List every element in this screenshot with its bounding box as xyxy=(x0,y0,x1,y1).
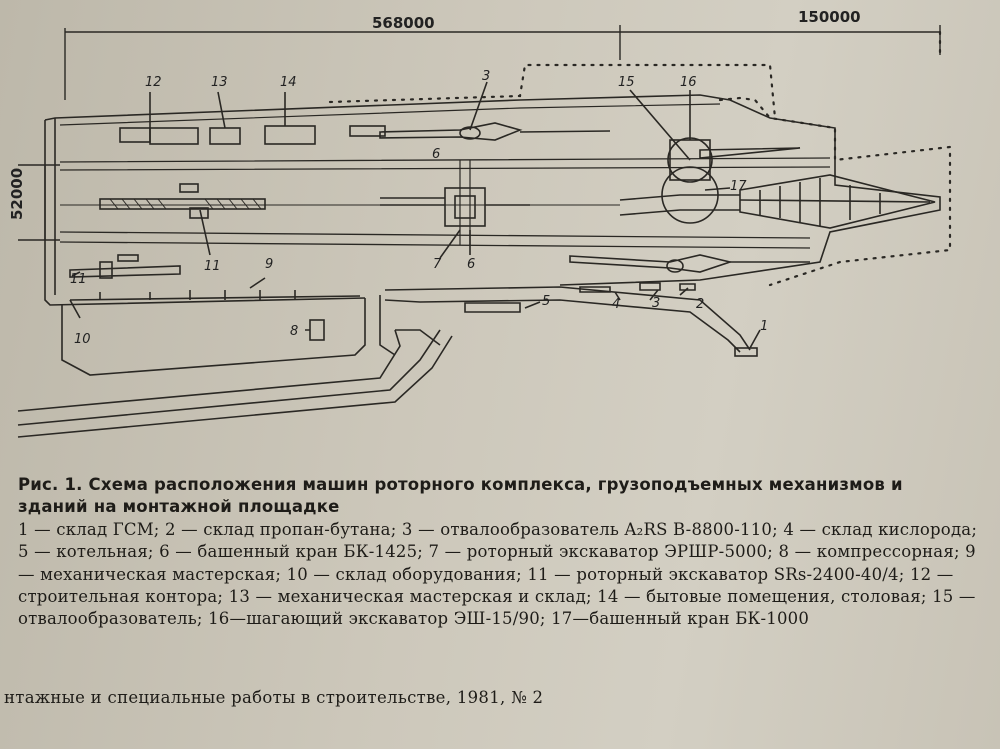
dimension-total-length: 568000 xyxy=(372,14,435,32)
dimension-extension-length: 150000 xyxy=(798,8,861,26)
callout-11-upper: 11 xyxy=(204,259,221,274)
callout-2: 2 xyxy=(696,297,704,312)
callout-6-lower: 6 xyxy=(467,257,475,272)
callout-3-lower: 3 xyxy=(652,296,660,311)
callout-16: 16 xyxy=(680,75,697,90)
figure-caption: Рис. 1. Схема расположения машин роторно… xyxy=(18,474,978,631)
callout-17: 17 xyxy=(730,179,747,194)
callout-10: 10 xyxy=(74,332,91,347)
callout-13: 13 xyxy=(211,75,228,90)
callout-7: 7 xyxy=(433,257,442,272)
callout-14: 14 xyxy=(280,75,297,90)
dimension-width: 52000 xyxy=(8,168,26,220)
source-line: нтажные и специальные работы в строитель… xyxy=(4,688,544,707)
callout-15: 15 xyxy=(618,75,635,90)
caption-legend: 1 — склад ГСМ; 2 — склад пропан-бутана; … xyxy=(18,519,978,629)
callout-8: 8 xyxy=(290,324,298,339)
callout-11-lower: 11 xyxy=(70,272,87,287)
site-layout-diagram: 568000 150000 52000 1 2 3 3 4 5 6 6 7 8 … xyxy=(8,8,952,438)
caption-title: Рис. 1. Схема расположения машин роторно… xyxy=(18,475,903,517)
callout-1: 1 xyxy=(760,319,768,334)
callout-6-upper: 6 xyxy=(432,147,440,162)
callout-9: 9 xyxy=(265,257,273,272)
callout-12: 12 xyxy=(145,75,162,90)
callout-3-upper: 3 xyxy=(482,69,490,84)
callout-5: 5 xyxy=(542,294,550,309)
callout-4: 4 xyxy=(612,297,620,312)
